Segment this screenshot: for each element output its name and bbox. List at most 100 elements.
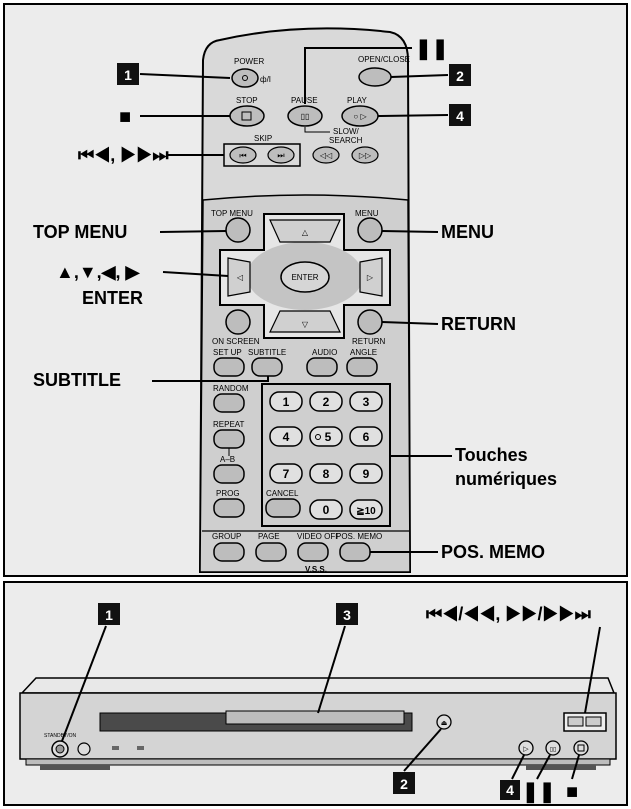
key-3-button[interactable] <box>349 391 383 412</box>
video-off-button[interactable] <box>297 542 329 562</box>
arrow-up-button[interactable] <box>269 219 341 243</box>
eject-icon: ⏏ <box>441 720 448 727</box>
play-label: PLAY <box>347 96 368 105</box>
badge-4-remote-label: 4 <box>456 108 464 124</box>
key-10-button[interactable] <box>349 499 383 520</box>
menu-button[interactable] <box>357 217 383 243</box>
group-button[interactable] <box>213 542 245 562</box>
arrow-left-icon: ◁ <box>237 273 244 282</box>
player-open-close-button[interactable] <box>436 714 452 730</box>
key-4-button[interactable] <box>269 426 303 447</box>
search-fwd-icon: ▷▷ <box>359 151 372 160</box>
menu-label: MENU <box>355 209 379 218</box>
standby-label: STANDBY/ON <box>44 733 77 739</box>
random-button[interactable] <box>213 393 245 413</box>
top-menu-label: TOP MENU <box>211 209 253 218</box>
badge-2-player-label: 2 <box>400 776 408 792</box>
leader-power <box>139 73 231 79</box>
audio-button[interactable] <box>306 357 338 377</box>
cancel-button[interactable] <box>265 498 301 518</box>
leader-player-tray <box>317 625 346 714</box>
leader-player-skip <box>584 626 601 714</box>
power-symbol-icon: ф/I <box>260 75 271 84</box>
leader-player-stop <box>571 754 580 780</box>
prog-button[interactable] <box>213 498 245 518</box>
skip-fwd-icon: ⏭ <box>277 151 284 160</box>
enter-callout: ENTER <box>82 288 143 308</box>
player-top-surface <box>20 677 616 694</box>
key-0-button[interactable] <box>309 499 343 520</box>
leader-player-power <box>61 625 107 742</box>
repeat-button[interactable] <box>213 429 245 449</box>
key-6-label: 6 <box>363 430 370 444</box>
key-7-button[interactable] <box>269 463 303 484</box>
skip-fwd-button[interactable] <box>267 146 295 164</box>
badge-2-player <box>393 772 415 794</box>
leader-top-menu <box>159 230 227 233</box>
key-9-button[interactable] <box>349 463 383 484</box>
ab-button[interactable] <box>213 464 245 484</box>
skip-back-icon: ⏮ <box>239 151 246 160</box>
player-play-button[interactable] <box>518 740 534 756</box>
subtitle-label: SUBTITLE <box>248 348 286 357</box>
setup-button[interactable] <box>213 357 245 377</box>
pos-memo-button[interactable] <box>339 542 371 562</box>
badge-1-remote <box>117 63 139 85</box>
page-button[interactable] <box>255 542 287 562</box>
leader-arrows <box>162 271 229 277</box>
leader-pause <box>304 47 412 104</box>
key-2-button[interactable] <box>309 391 343 412</box>
player-stop-button[interactable] <box>573 740 589 756</box>
subtitle-button[interactable] <box>251 357 283 377</box>
search-fwd-button[interactable] <box>351 146 379 164</box>
arrow-right-button[interactable] <box>359 257 383 297</box>
key-1-button[interactable] <box>269 391 303 412</box>
power-button[interactable] <box>231 68 259 88</box>
leader-open-close <box>390 74 449 78</box>
player-pause-button[interactable] <box>545 740 561 756</box>
random-label: RANDOM <box>213 384 249 393</box>
stop-button[interactable] <box>229 105 265 127</box>
key-5-dot-icon <box>315 434 321 440</box>
badge-2-remote-label: 2 <box>456 68 464 84</box>
return-button[interactable] <box>357 309 383 335</box>
angle-button[interactable] <box>346 357 378 377</box>
search-label: SEARCH <box>329 136 363 145</box>
key-7-label: 7 <box>283 467 290 481</box>
key-8-button[interactable] <box>309 463 343 484</box>
top-menu-callout: TOP MENU <box>33 222 127 242</box>
arrow-left-button[interactable] <box>227 257 251 297</box>
return-callout: RETURN <box>441 314 516 334</box>
badge-3-player <box>336 603 358 625</box>
return-label: RETURN <box>352 337 386 346</box>
badge-2-remote <box>449 64 471 86</box>
numeric-callout-line2: numériques <box>455 469 557 489</box>
enter-button[interactable] <box>280 261 330 293</box>
audio-label: AUDIO <box>312 348 337 357</box>
badge-1-player-label: 1 <box>105 607 113 623</box>
open-close-button[interactable] <box>358 67 392 87</box>
stop-symbol-callout: ■ <box>119 106 131 128</box>
key-0-label: 0 <box>323 503 330 517</box>
player-foot-right <box>526 765 596 770</box>
player-skip-fwd-button[interactable] <box>585 716 602 727</box>
top-menu-button[interactable] <box>225 217 251 243</box>
on-screen-button[interactable] <box>225 309 251 335</box>
key-5-button[interactable] <box>309 426 343 447</box>
player-button-2[interactable] <box>77 742 91 756</box>
player-pause-icon: ▯▯ <box>550 747 557 753</box>
stop-label: STOP <box>236 96 258 105</box>
power-label: POWER <box>234 57 264 66</box>
skip-back-button[interactable] <box>229 146 257 164</box>
leader-return <box>381 321 439 325</box>
player-skip-back-button[interactable] <box>567 716 584 727</box>
player-foot-left <box>40 765 110 770</box>
indicator-1 <box>112 746 119 750</box>
key-6-button[interactable] <box>349 426 383 447</box>
skip-callout: ⏮◀, ▶▶⏭ <box>78 145 169 165</box>
search-back-button[interactable] <box>312 146 340 164</box>
pause-button[interactable] <box>287 105 323 127</box>
key-4-label: 4 <box>283 430 290 444</box>
badge-4-player <box>500 780 520 800</box>
arrow-down-button[interactable] <box>269 310 341 333</box>
